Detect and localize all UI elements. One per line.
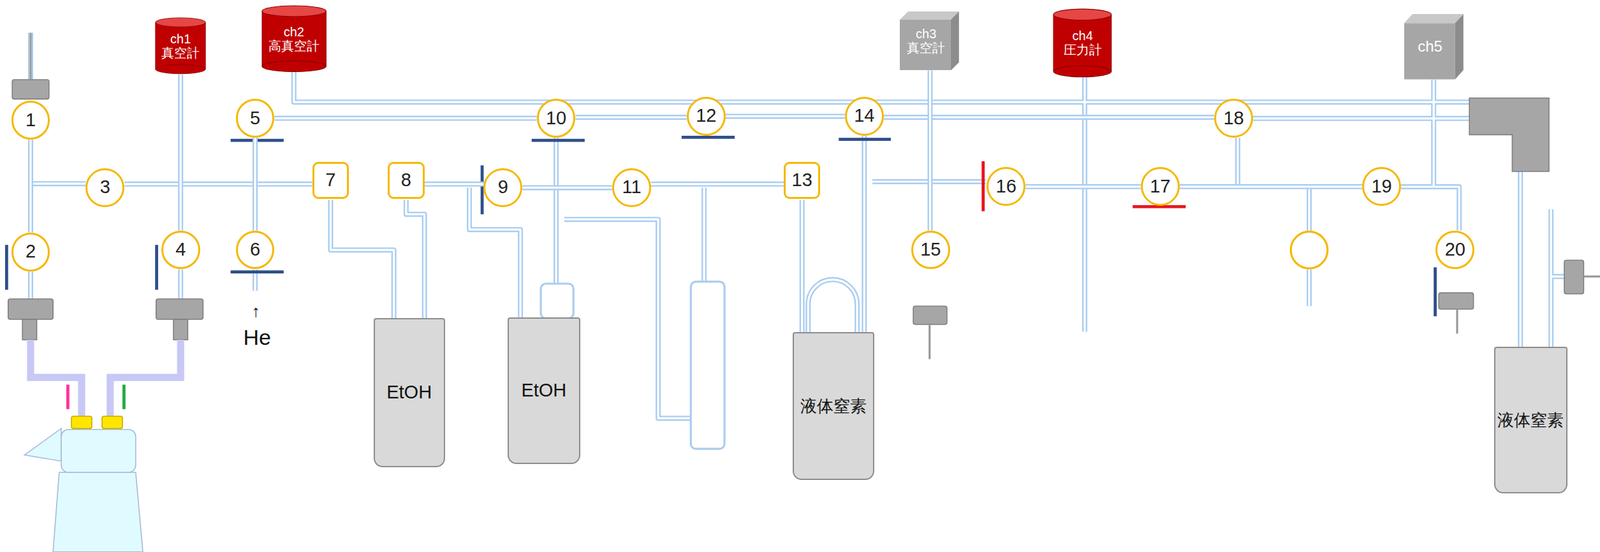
- gauge-cylinder: ch4圧力計: [1052, 8, 1113, 78]
- valve-number: 12: [695, 105, 717, 127]
- valve-circle: 19: [1362, 167, 1402, 206]
- valve-number: 18: [1223, 108, 1244, 129]
- valve-number: 7: [325, 170, 336, 191]
- valve-circle: 16: [986, 167, 1026, 206]
- pipe-connector: [274, 117, 537, 119]
- gauge-label: 真空計: [161, 45, 200, 60]
- valve-number: 20: [1445, 239, 1466, 261]
- valve-number: 11: [621, 177, 641, 198]
- valve-number: 15: [920, 239, 941, 261]
- valve-number: 5: [249, 108, 261, 129]
- valve-square: 13: [783, 161, 821, 199]
- valve-number: 2: [25, 241, 36, 263]
- gauge-label: ch3: [915, 26, 937, 41]
- gas-label: He: [242, 325, 271, 351]
- valve-number: 16: [996, 176, 1017, 198]
- dewar-tank: EtOH: [373, 318, 446, 468]
- valve-circle: 10: [536, 98, 576, 138]
- gauge-label: 高真空計: [268, 38, 320, 53]
- valve-number: 13: [792, 170, 813, 191]
- valve-circle: 6: [235, 230, 275, 270]
- tank-label: EtOH: [521, 380, 567, 402]
- gauge-label: 圧力計: [1063, 42, 1102, 57]
- pipe-connector: [255, 137, 256, 231]
- dewar-tank: 液体窒素: [1494, 346, 1568, 494]
- valve-number: 14: [853, 105, 875, 127]
- valve-square: 8: [387, 161, 425, 199]
- gauge-label: ch4: [1072, 28, 1094, 43]
- valve-circle: 1: [11, 100, 51, 140]
- valve-circle: 18: [1214, 98, 1254, 138]
- valve-number: 9: [498, 177, 509, 198]
- tank-label: 液体窒素: [1497, 411, 1564, 430]
- valve-number: 4: [175, 239, 186, 261]
- pipe-connector: [651, 183, 784, 185]
- valve-circle: 9: [483, 168, 523, 208]
- valve-circle: 17: [1140, 167, 1180, 206]
- valve-square: 7: [312, 161, 350, 199]
- dewar-tank: 液体窒素: [792, 332, 875, 481]
- gauge-label: ch5: [1417, 38, 1443, 55]
- valve-circle: 5: [235, 98, 275, 138]
- gauge-label: 真空計: [906, 40, 946, 55]
- valve-number: 3: [100, 177, 111, 198]
- gauge-cylinder: ch1真空計: [154, 17, 206, 75]
- pipe-connector: [575, 117, 687, 118]
- pipe-connector: [929, 70, 931, 231]
- valve-circle: 4: [161, 230, 201, 270]
- pipe-connector: [124, 183, 312, 185]
- valve-number: 1: [25, 110, 36, 131]
- valve-number: 19: [1371, 176, 1392, 198]
- valve-circle: 11: [612, 168, 652, 208]
- valve-circle: 12: [686, 96, 726, 136]
- pipe-connector: [1025, 186, 1141, 187]
- flow-arrow: ↑: [251, 301, 261, 322]
- gauge-cylinder: ch2高真空計: [261, 5, 327, 73]
- pipe-connector: [522, 187, 613, 189]
- gauge-label: ch1: [170, 31, 191, 46]
- dewar-tank: EtOH: [507, 317, 581, 465]
- gauge-box: ch3真空計: [899, 11, 960, 71]
- pipe-connector: [180, 74, 182, 231]
- gauge-label: ch2: [283, 24, 305, 39]
- valve-number: 8: [401, 170, 412, 191]
- pipe-connector: [1179, 186, 1363, 187]
- valve-circle: 14: [844, 96, 884, 136]
- valve-circle: 2: [11, 232, 51, 272]
- valve-number: 17: [1149, 176, 1171, 198]
- valve-number: 6: [249, 239, 261, 261]
- pipe-connector: [29, 139, 31, 233]
- pipe-connector: [424, 183, 485, 185]
- valve-circle: 3: [85, 168, 125, 208]
- tank-label: 液体窒素: [800, 397, 867, 416]
- valve-number: 10: [545, 108, 567, 129]
- pipe-connector: [725, 116, 845, 117]
- gauge-box: ch5: [1404, 14, 1464, 80]
- valve-circle: 20: [1435, 230, 1475, 270]
- pipe-connector: [883, 117, 1215, 118]
- tank-label: EtOH: [386, 382, 432, 404]
- valve-circle: 15: [911, 230, 951, 270]
